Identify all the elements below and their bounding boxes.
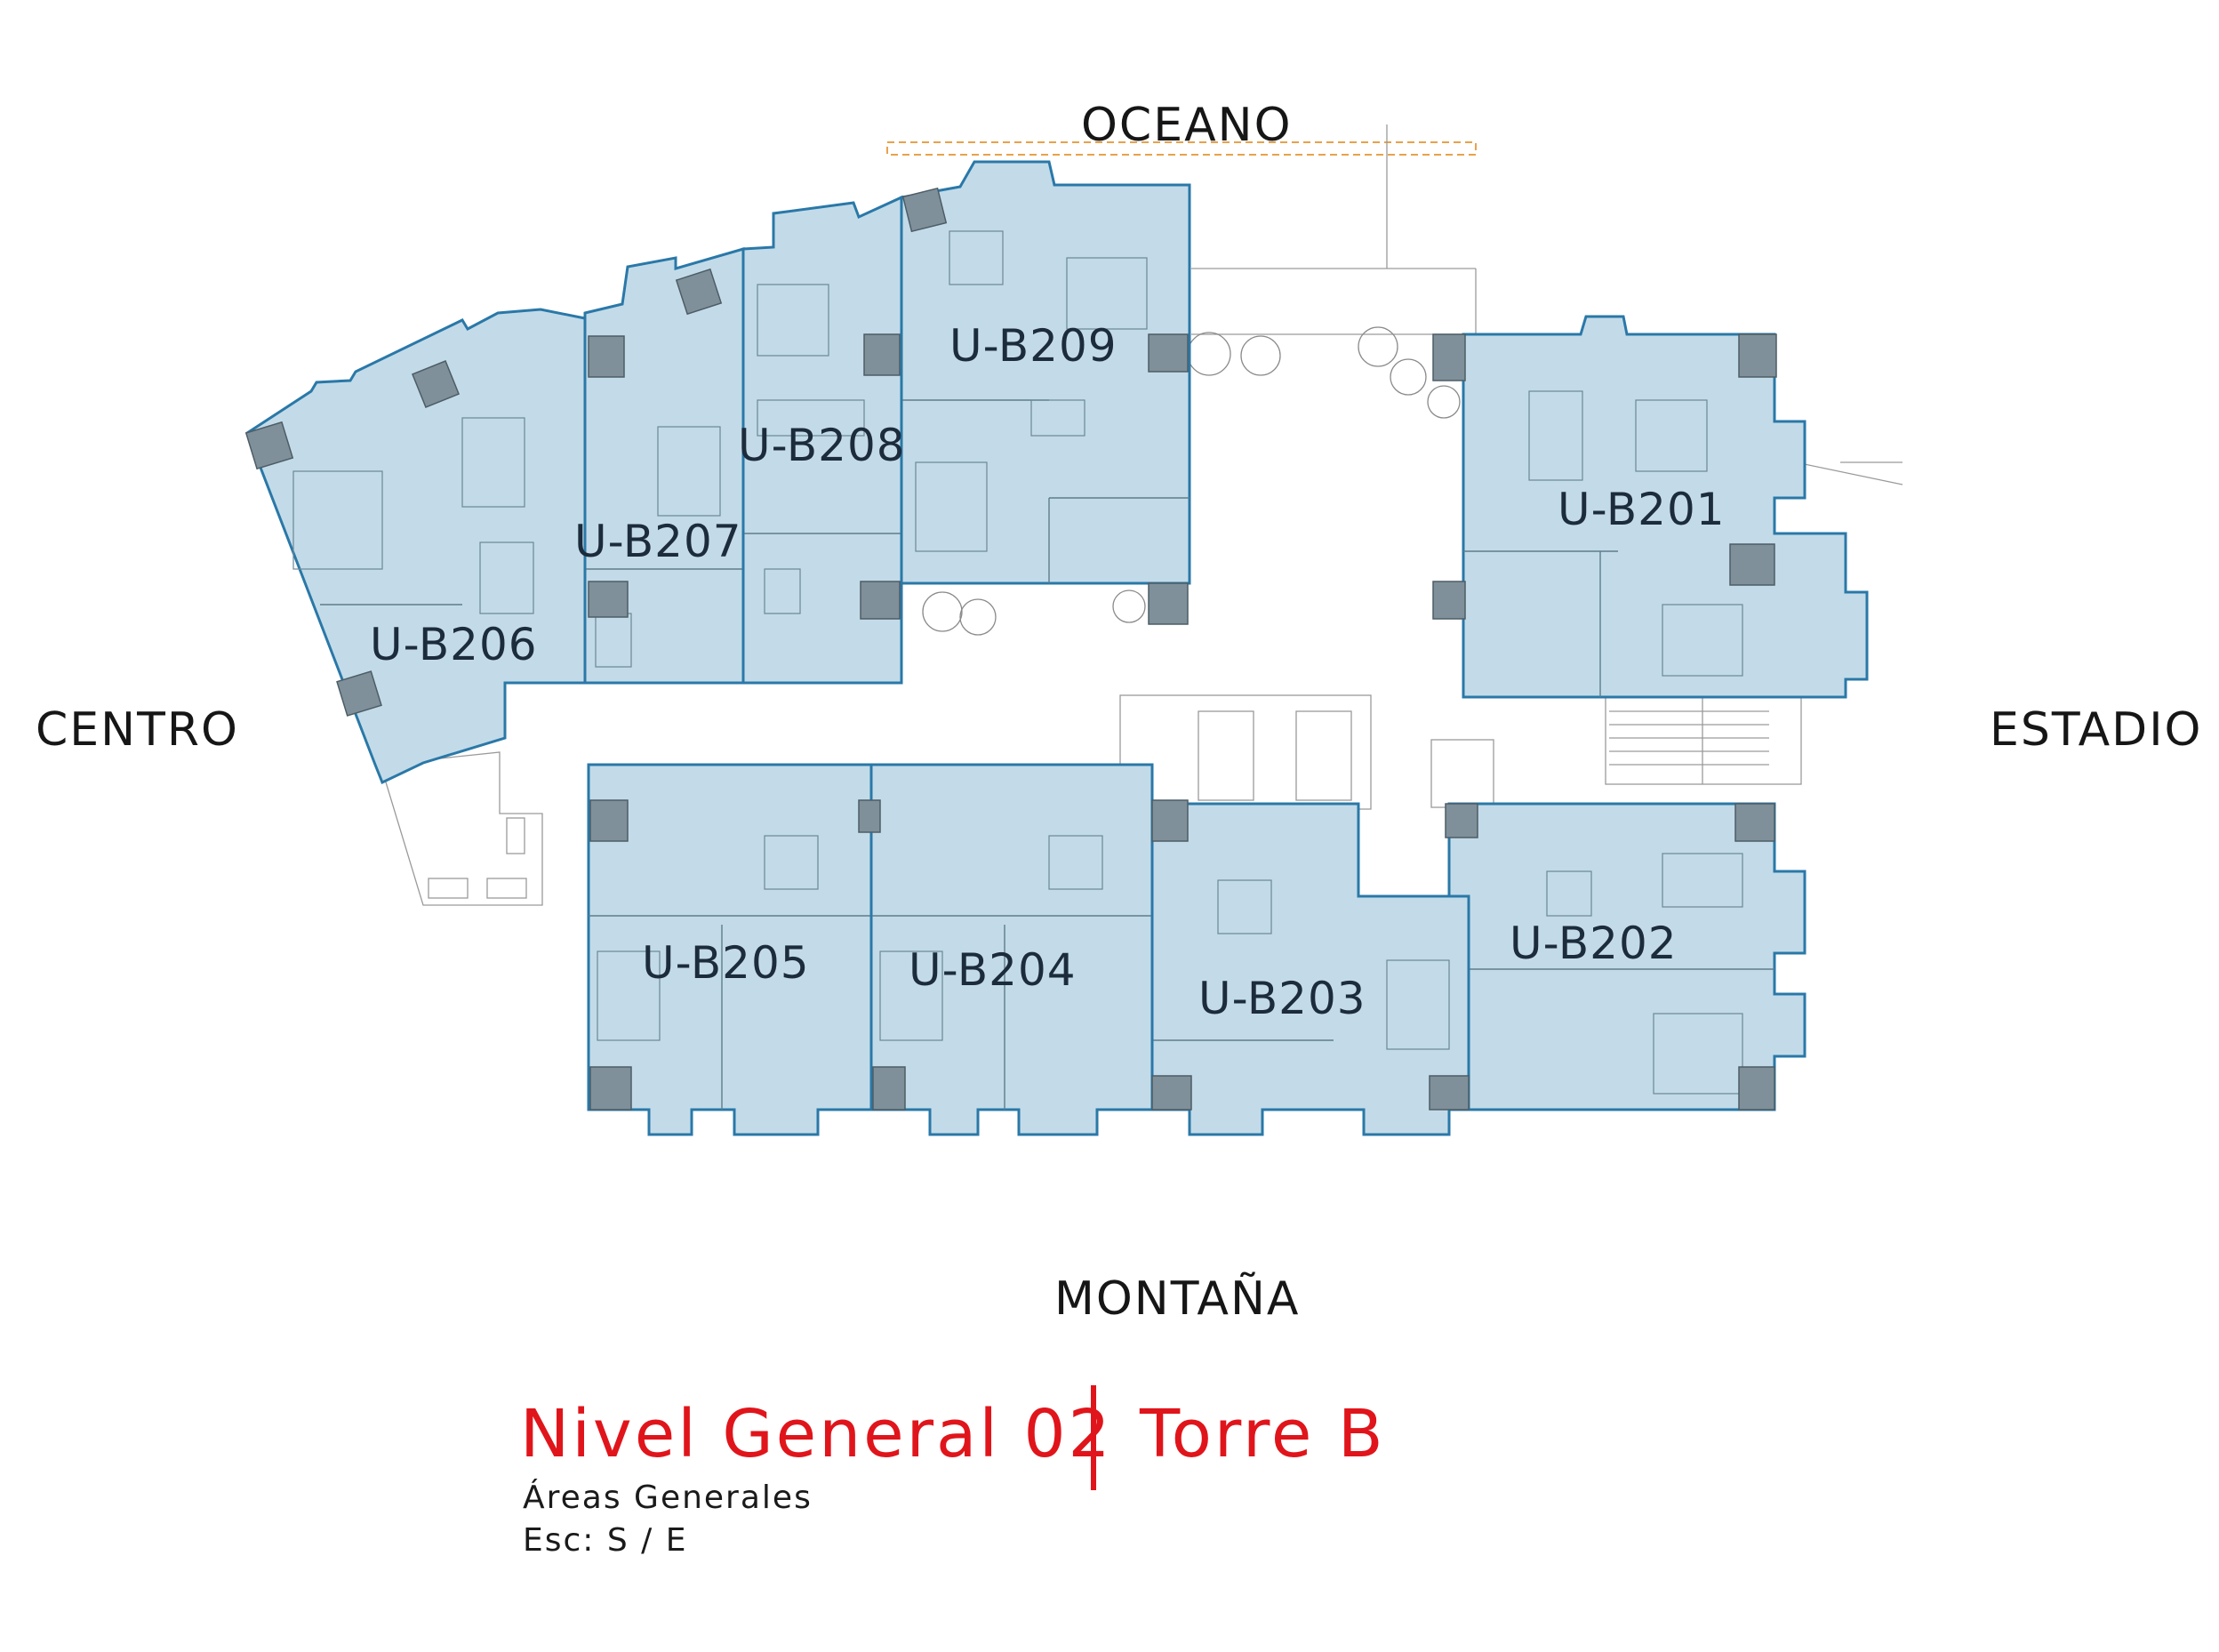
planter-left	[922, 332, 1281, 636]
direction-east: ESTADIO	[1990, 703, 2202, 757]
unit-label-u-b204: U-B204	[909, 944, 1077, 996]
orientation-labels: OCEANO MONTAÑA CENTRO ESTADIO	[36, 99, 2202, 1326]
plan-title-tower: Torre B	[1140, 1396, 1386, 1472]
unit-label-u-b209: U-B209	[949, 320, 1118, 372]
units	[245, 160, 1869, 1136]
plan-scale: Esc: S / E	[523, 1522, 688, 1559]
unit-u-b201-area[interactable]	[1462, 315, 1869, 699]
unit-u-b209-area[interactable]	[900, 160, 1191, 585]
unit-label-u-b207: U-B207	[574, 516, 742, 567]
direction-south: MONTAÑA	[1054, 1271, 1300, 1326]
plan-subtitle: Áreas Generales	[523, 1480, 813, 1516]
unit-label-u-b208: U-B208	[738, 420, 906, 471]
unit-labels: U-B209 U-B208 U-B207 U-B206 U-B201 U-B20…	[370, 320, 1726, 1024]
direction-west: CENTRO	[36, 703, 239, 757]
plan-title-level: Nivel General 02	[520, 1396, 1113, 1472]
unit-label-u-b202: U-B202	[1510, 918, 1678, 969]
unit-u-b206-area[interactable]	[245, 308, 587, 785]
unit-u-b203-area[interactable]	[1150, 802, 1470, 1136]
unit-u-b208-area[interactable]	[741, 195, 903, 685]
direction-north: OCEANO	[1081, 99, 1293, 152]
unit-u-b207-area[interactable]	[583, 247, 745, 685]
title-separator	[1091, 1385, 1096, 1490]
unit-label-u-b201: U-B201	[1558, 484, 1726, 535]
stairs	[1605, 694, 1802, 785]
unit-label-u-b206: U-B206	[370, 619, 538, 670]
interior-details	[292, 230, 1774, 1110]
columns	[244, 187, 1777, 1111]
unit-label-u-b205: U-B205	[642, 937, 810, 989]
planter-right	[1358, 326, 1461, 419]
unit-label-u-b203: U-B203	[1198, 973, 1366, 1024]
